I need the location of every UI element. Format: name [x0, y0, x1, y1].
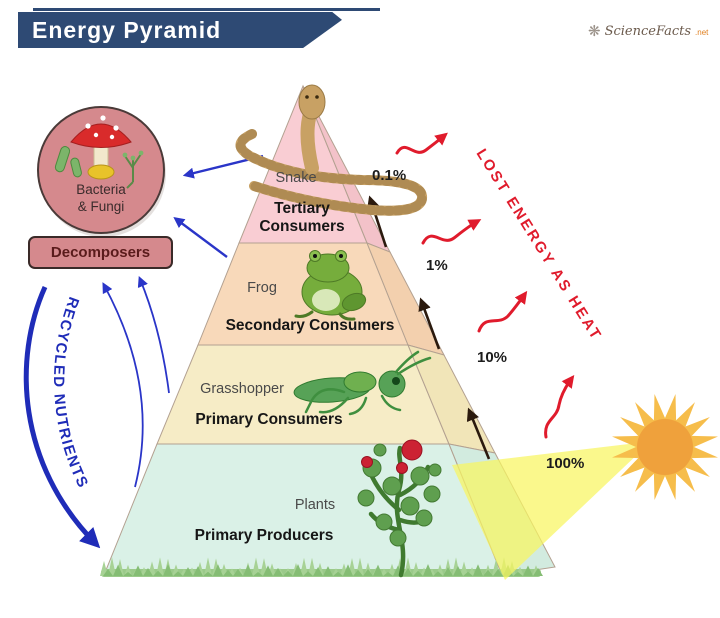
flower-icon: ❋ [588, 23, 601, 40]
heat-arrow-4 [544, 374, 575, 439]
heat-arrow-3 [477, 290, 528, 333]
grasshopper-illustration [293, 350, 432, 416]
page-title: Energy Pyramid [32, 17, 222, 43]
header-accent-line [33, 8, 380, 11]
energy-arrow-3 [466, 407, 491, 460]
decomposers-circle [37, 106, 166, 237]
sun-icon [612, 394, 718, 500]
grass-front [103, 564, 543, 576]
brand-name: ScienceFacts [604, 24, 692, 39]
heat-arrow-1 [395, 132, 448, 155]
organism-label-snake: Snake [275, 170, 317, 186]
organism-label-plants: Plants [294, 497, 336, 513]
decomposers-circle-line1: Bacteria [76, 182, 126, 197]
energy-arrow-2 [418, 297, 441, 350]
brand-suffix: .net [695, 28, 709, 37]
organism-label-grasshopper: Grasshopper [200, 381, 284, 397]
title-banner: Energy Pyramid [18, 12, 342, 48]
grass-back [100, 557, 540, 576]
mushroom-icon [70, 115, 132, 180]
frog-illustration [294, 250, 367, 321]
nutrient-arrows [23, 154, 264, 549]
organism-label-frog: Frog [247, 280, 277, 296]
decomposers-box-label: Decomposers [50, 244, 151, 261]
heat-arrows [395, 132, 575, 439]
tier-label-primary-consumers: Primary Consumers [195, 411, 343, 428]
decomposers-circle-line2: & Fungi [77, 198, 125, 214]
sun-body [637, 419, 693, 475]
fungi-sprig-icon [122, 150, 144, 189]
nutrient-arrow-secondary [173, 217, 228, 258]
grass [100, 557, 543, 577]
tier-label-secondary: Secondary Consumers [225, 317, 395, 334]
plant-illustration [357, 439, 442, 578]
recycled-nutrients-label: RECYCLED NUTRIENTS [50, 295, 92, 492]
percent-tertiary: 0.1% [372, 167, 407, 184]
decomposers-box: Decomposers [28, 236, 173, 269]
bacteria-icon [54, 146, 82, 178]
tier-label-producers: Primary Producers [194, 527, 334, 544]
percent-producers: 100% [546, 455, 585, 472]
sunbeam [452, 443, 640, 580]
brand-logo: ❋ ScienceFacts .net [588, 24, 708, 39]
snake-illustration [235, 84, 427, 216]
decomposers-circle-label: Bacteria & Fungi [41, 182, 161, 216]
percent-primary-consumers: 10% [477, 349, 508, 366]
recycled-nutrients-arrow [23, 285, 101, 549]
percent-secondary: 1% [426, 257, 448, 274]
heat-arrow-2 [421, 219, 482, 245]
nutrient-arrow-producers [102, 282, 144, 488]
tier-label-tertiary: Tertiary Consumers [259, 200, 345, 235]
nutrient-arrow-primary-consumers [137, 276, 170, 394]
